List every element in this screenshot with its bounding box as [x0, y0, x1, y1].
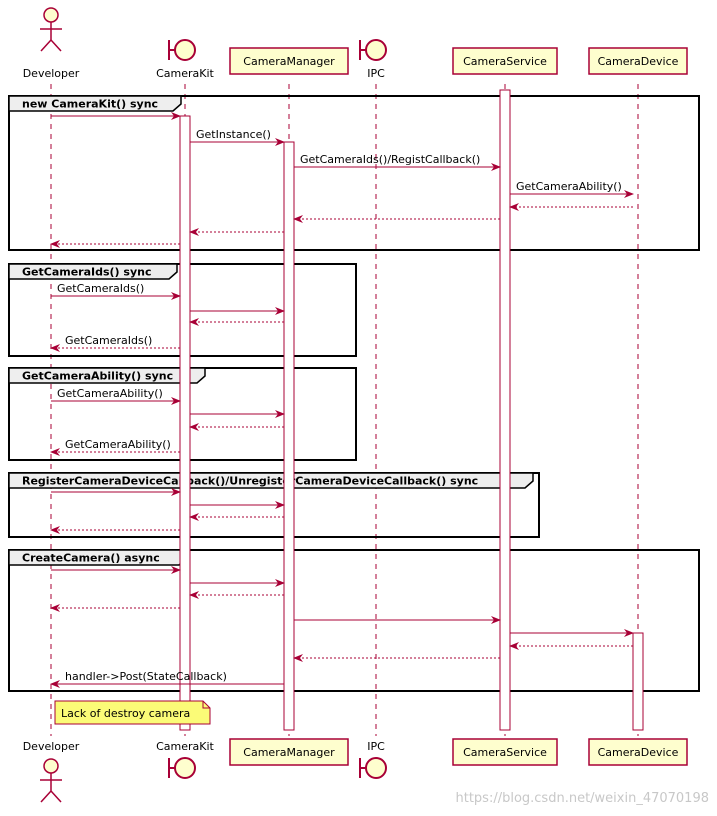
- message-1: GetInstance(): [190, 128, 285, 146]
- frame-title: new CameraKit() sync: [22, 98, 158, 111]
- activation-cameradevice: [632, 632, 644, 731]
- frame-title: GetCameraAbility() sync: [22, 370, 173, 383]
- frame-title-tab: [8, 263, 178, 280]
- participant-top-cameradevice: CameraDevice: [588, 47, 688, 75]
- activation-cameramanager: [283, 141, 295, 731]
- message-12: GetCameraAbility(): [51, 387, 181, 405]
- participant-name: CameraKit: [156, 740, 214, 753]
- participant-top-camerakit: CameraKit: [156, 39, 215, 80]
- message-11: GetCameraIds(): [50, 334, 180, 352]
- frame-title: CreateCamera() async: [22, 552, 160, 565]
- boundary-circle: [174, 757, 196, 779]
- frame-4: CreateCamera() async: [8, 549, 700, 692]
- participant-top-developer: Developer: [23, 7, 80, 80]
- actor-head: [43, 758, 59, 774]
- participant-name: CameraKit: [156, 67, 214, 80]
- activation-camerakit: [179, 115, 191, 731]
- participant-name: IPC: [367, 67, 385, 80]
- participant-box: [452, 47, 558, 75]
- frame-0: new CameraKit() sync: [8, 95, 700, 251]
- note: Lack of destroy camera: [54, 700, 211, 725]
- participant-bottom-developer: Developer: [23, 740, 80, 803]
- frame-title-tab: [8, 95, 182, 112]
- message-label: GetCameraIds()/RegistCallback(): [300, 153, 480, 166]
- frame-border: [8, 549, 700, 692]
- note-box: [54, 700, 211, 725]
- message-2: GetCameraIds()/RegistCallback(): [294, 153, 501, 171]
- participant-box: [452, 738, 558, 766]
- message-label: GetInstance(): [196, 128, 271, 141]
- frame-border: [8, 95, 700, 251]
- frame-2: GetCameraAbility() sync: [8, 367, 357, 461]
- message-28: handler->Post(StateCallback): [50, 670, 284, 688]
- note-fold: [202, 701, 210, 709]
- participant-top-cameraservice: CameraService: [452, 47, 558, 75]
- frame-title-tab: [8, 472, 534, 489]
- frame-title: GetCameraIds() sync: [22, 266, 151, 279]
- boundary-circle: [365, 39, 387, 61]
- boundary-circle: [365, 757, 387, 779]
- note-text: Lack of destroy camera: [61, 707, 190, 720]
- frame-title: RegisterCameraDeviceCallback()/Unregiste…: [22, 475, 478, 488]
- actor-body: [40, 773, 62, 803]
- watermark: https://blog.csdn.net/weixin_47070198: [455, 791, 709, 806]
- participant-name: CameraDevice: [598, 55, 679, 68]
- frame-title-tab: [8, 367, 206, 384]
- participant-box: [588, 47, 688, 75]
- activation-bars: [179, 89, 644, 731]
- activation-cameraservice: [499, 89, 511, 731]
- participant-name: Developer: [23, 67, 80, 80]
- participant-bottom-camerakit: CameraKit: [156, 740, 215, 779]
- participant-bottom-cameradevice: CameraDevice: [588, 738, 688, 766]
- actor-body: [40, 22, 62, 52]
- actor-head: [43, 7, 59, 23]
- participant-name: CameraService: [463, 746, 547, 759]
- participant-name: CameraService: [463, 55, 547, 68]
- participant-name: IPC: [367, 740, 385, 753]
- message-label: GetCameraAbility(): [516, 180, 622, 193]
- message-15: GetCameraAbility(): [50, 438, 180, 456]
- messages: GetInstance() GetCameraIds()/RegistCallba…: [50, 112, 634, 688]
- message-8: GetCameraIds(): [51, 282, 181, 300]
- participant-box: [229, 47, 349, 75]
- boundary-circle: [174, 39, 196, 61]
- participant-name: CameraManager: [243, 746, 335, 759]
- message-label: handler->Post(StateCallback): [65, 670, 227, 683]
- message-3: GetCameraAbility(): [510, 180, 634, 198]
- participant-name: CameraDevice: [598, 746, 679, 759]
- participant-bottom-cameramanager: CameraManager: [229, 738, 349, 766]
- message-label: GetCameraIds(): [57, 282, 144, 295]
- participant-top-cameramanager: CameraManager: [229, 47, 349, 75]
- participant-bottom-ipc: IPC: [359, 740, 387, 779]
- participant-box: [229, 738, 349, 766]
- participant-name: CameraManager: [243, 55, 335, 68]
- participant-box: [588, 738, 688, 766]
- frame-3: RegisterCameraDeviceCallback()/Unregiste…: [8, 472, 540, 538]
- message-label: GetCameraAbility(): [57, 387, 163, 400]
- message-label: GetCameraAbility(): [65, 438, 171, 451]
- message-label: GetCameraIds(): [65, 334, 152, 347]
- participant-top-ipc: IPC: [359, 39, 387, 80]
- participant-name: Developer: [23, 740, 80, 753]
- participant-bottom-cameraservice: CameraService: [452, 738, 558, 766]
